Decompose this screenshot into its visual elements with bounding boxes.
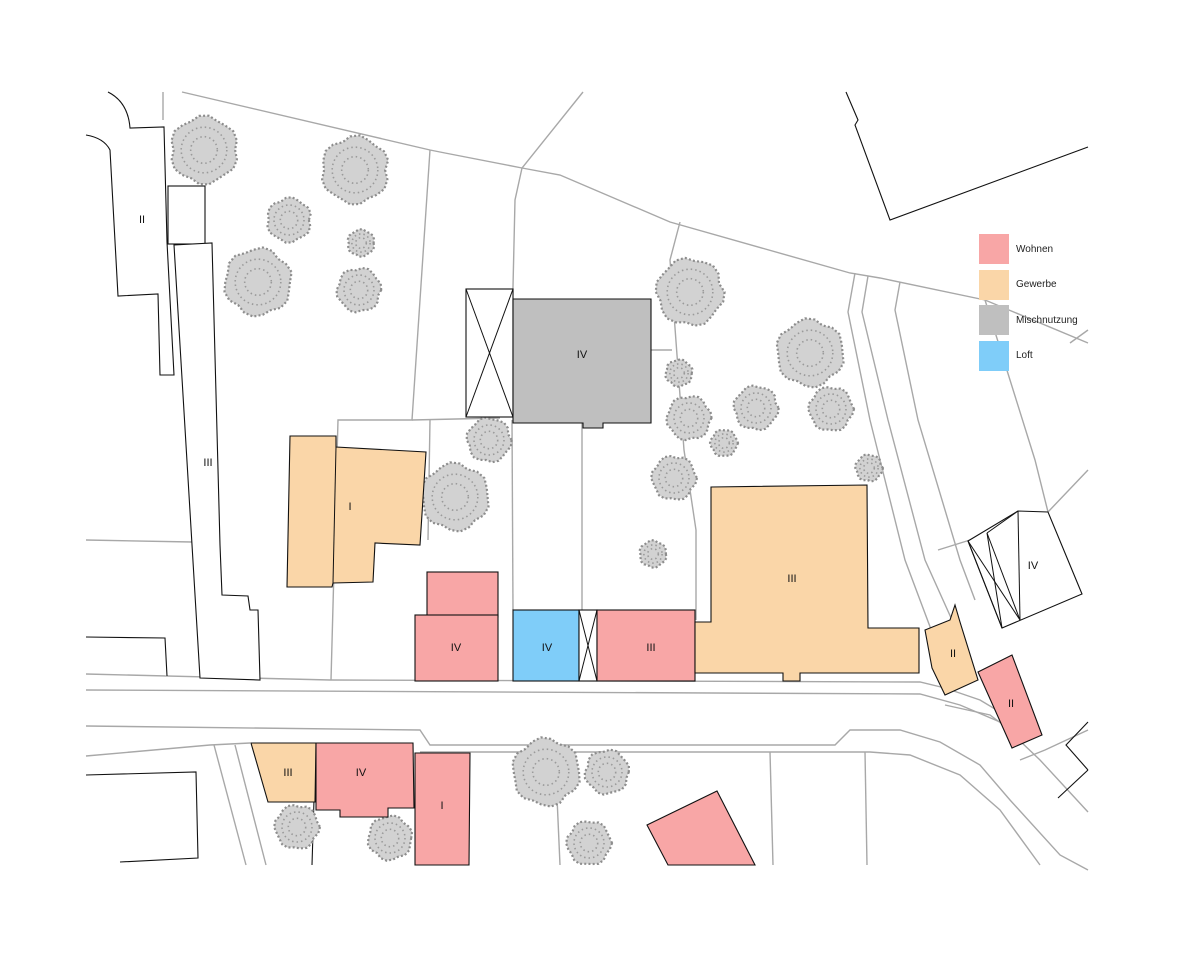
tree-icon — [420, 461, 490, 533]
parcel-lines — [85, 91, 1089, 871]
label-wohnen-bottom-narrow: I — [440, 800, 443, 812]
tree-icon — [806, 386, 856, 432]
building-loft-front — [512, 609, 580, 682]
label-far-left-long: III — [203, 457, 212, 469]
legend-label-mischnutzung: Mischnutzung — [1016, 314, 1078, 326]
tree-icon — [732, 384, 780, 432]
map-legend: Wohnen Gewerbe Mischnutzung Loft — [979, 234, 1099, 376]
label-mischnutzung-center: IV — [577, 349, 588, 361]
tree-icon — [654, 256, 726, 327]
tree-icon — [366, 814, 414, 862]
building-gewerbe-left — [286, 435, 427, 588]
building-wohnen-bottom-narrow — [414, 752, 471, 866]
tree-icon — [638, 539, 668, 570]
tree-icon — [346, 228, 376, 258]
label-gewerbe-small-right: II — [950, 648, 956, 660]
tree-icon — [708, 428, 740, 457]
label-wohnen-front-left: IV — [451, 642, 462, 654]
legend-swatch-gewerbe — [979, 269, 1009, 300]
label-gewerbe-large: III — [787, 573, 796, 585]
building-wohnen-front-left — [414, 614, 499, 682]
building-small-annex — [167, 185, 206, 245]
tree-icon — [664, 358, 694, 389]
tree-icon — [649, 454, 699, 501]
building-wohnen-tilted-right — [977, 654, 1043, 749]
label-wohnen-tilted-right: II — [1008, 698, 1014, 710]
trees — [170, 114, 885, 866]
building-right-corner — [967, 510, 1083, 629]
tree-icon — [511, 736, 581, 808]
building-wohnen-bottom-tilted — [646, 790, 756, 866]
label-wohnen-bottom-left: IV — [356, 767, 367, 779]
building-gewerbe-bottom-left — [250, 742, 317, 803]
building-wohnen-bottom-left — [315, 742, 415, 818]
label-wohnen-front-right: III — [646, 642, 655, 654]
tree-icon — [170, 114, 239, 186]
label-right-corner: IV — [1028, 560, 1039, 572]
legend-label-gewerbe: Gewerbe — [1016, 279, 1057, 290]
tree-icon — [272, 804, 322, 850]
tree-icon — [854, 453, 885, 483]
legend-item-loft: Loft — [979, 340, 1099, 371]
building-mischnutzung-center — [512, 298, 652, 429]
tree-icon — [266, 196, 312, 244]
tree-icon — [665, 395, 713, 442]
buildings — [250, 288, 1083, 866]
tree-icon — [465, 416, 513, 464]
label-gewerbe-bottom-left: III — [283, 767, 292, 779]
building-far-left-upper — [85, 91, 175, 376]
tree-icon — [775, 317, 845, 389]
label-loft-front: IV — [542, 642, 553, 654]
tree-icon — [583, 748, 631, 796]
legend-label-wohnen: Wohnen — [1016, 243, 1054, 255]
building-outlines — [85, 91, 1089, 866]
tree-icon — [223, 246, 293, 318]
legend-item-gewerbe: Gewerbe — [979, 269, 1099, 300]
tree-icon — [564, 820, 614, 866]
building-gewerbe-small-right — [924, 603, 979, 696]
label-gewerbe-left: I — [348, 501, 351, 513]
tree-icon — [335, 266, 383, 314]
building-gewerbe-large — [694, 484, 920, 682]
legend-item-wohnen: Wohnen — [979, 234, 1099, 264]
building-wohnen-front-right — [596, 609, 696, 682]
label-far-left-upper: II — [139, 214, 145, 226]
storey-labels: II III I IV IV IV III III IV II II III I… — [139, 214, 1039, 812]
legend-swatch-mischnutzung — [979, 305, 1009, 335]
legend-swatch-wohnen — [979, 234, 1009, 264]
legend-swatch-loft — [979, 340, 1009, 371]
building-far-left-long — [173, 242, 261, 681]
building-wohnen-front-left-upper — [426, 571, 499, 618]
tree-icon — [320, 134, 390, 206]
legend-item-mischnutzung: Mischnutzung — [979, 305, 1099, 335]
legend-label-loft: Loft — [1016, 350, 1033, 361]
